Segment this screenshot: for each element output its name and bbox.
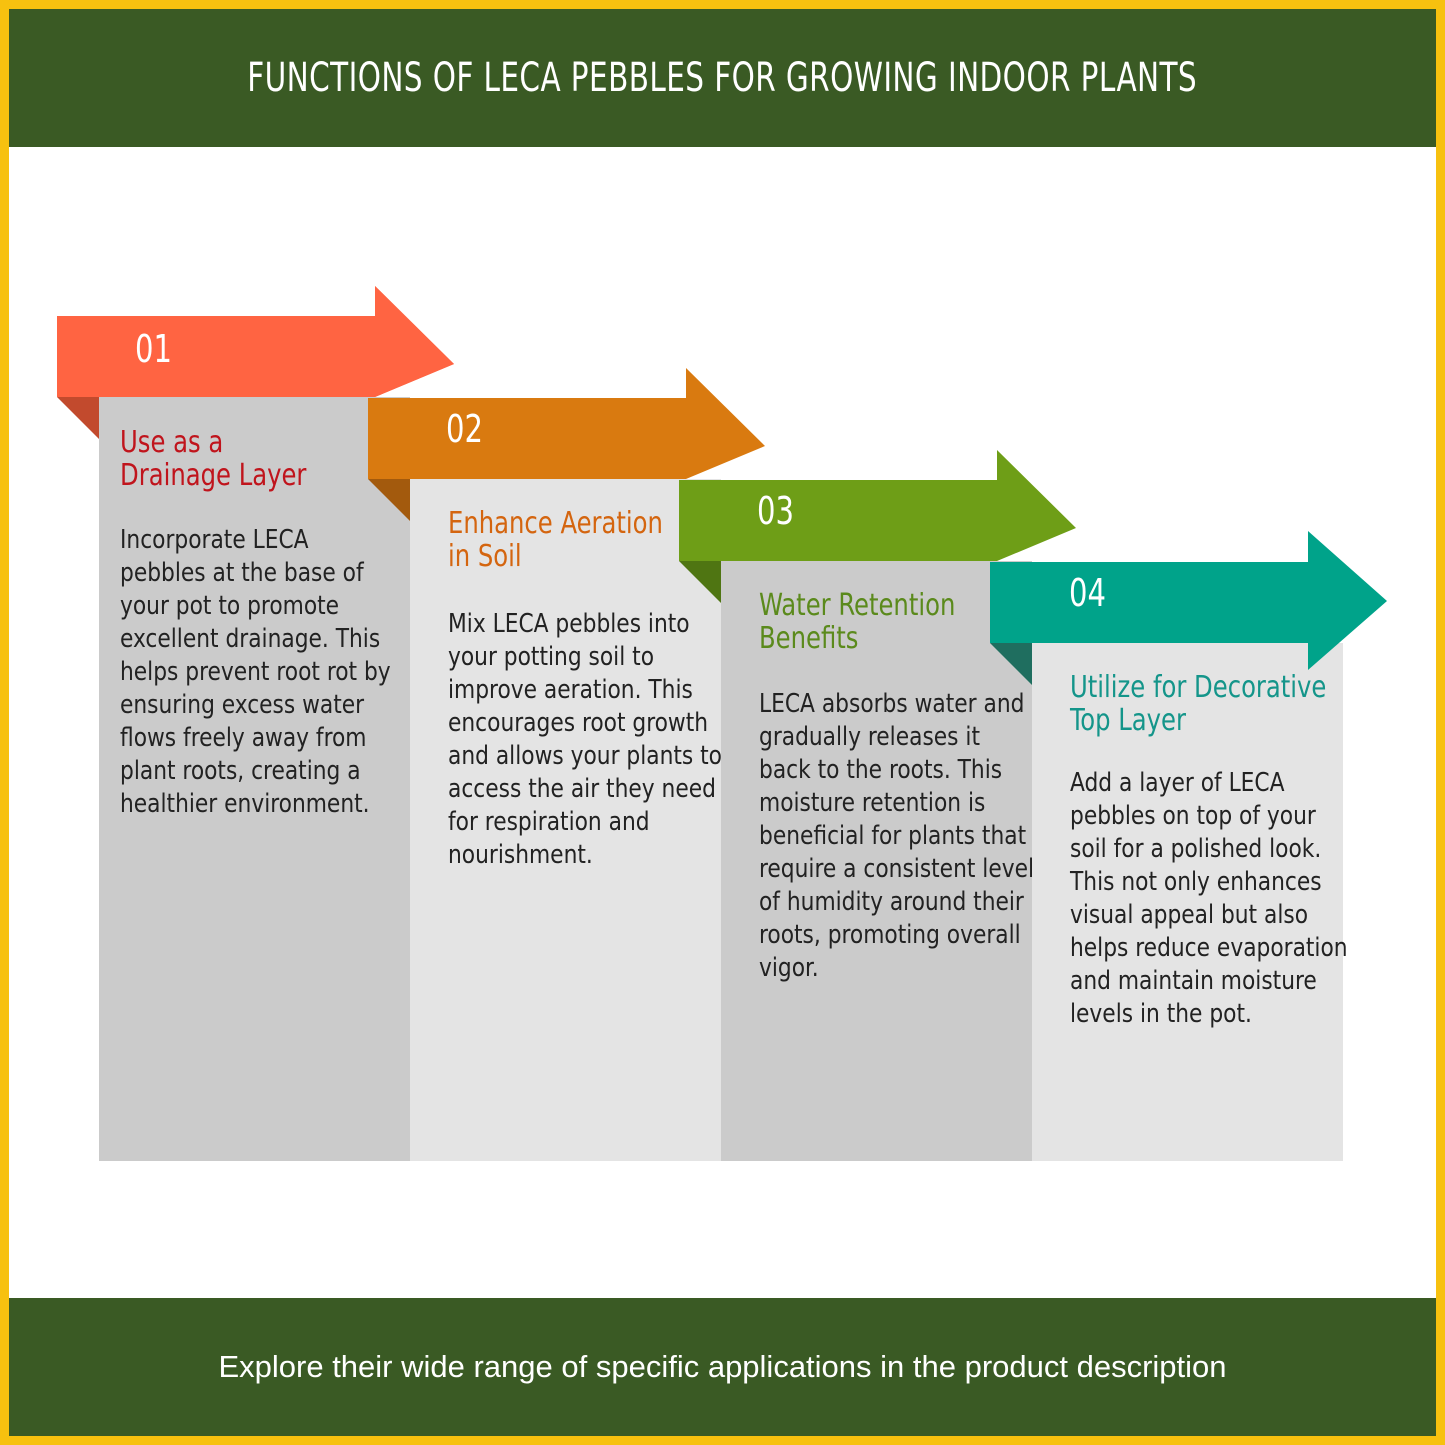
step-4-title: Utilize for Decorative Top Layer: [1070, 670, 1327, 738]
page-title: FUNCTIONS OF LECA PEBBLES FOR GROWING IN…: [247, 55, 1198, 101]
step-4-number: 04: [1069, 571, 1106, 615]
step-2-number: 02: [446, 407, 483, 451]
step-3-number: 03: [757, 489, 794, 533]
step-2-panel: [410, 479, 721, 1161]
step-1-description: Incorporate LECA pebbles at the base of …: [120, 525, 391, 819]
step-2-fold: [368, 479, 410, 521]
header-band: FUNCTIONS OF LECA PEBBLES FOR GROWING IN…: [9, 9, 1436, 147]
footer-text: Explore their wide range of specific app…: [218, 1349, 1227, 1384]
step-3-title: Water Retention Benefits: [759, 588, 956, 656]
step-3-fold: [679, 561, 721, 603]
step-4-arrow: [990, 531, 1387, 670]
footer-band: Explore their wide range of specific app…: [9, 1298, 1436, 1436]
step-3-panel: [721, 561, 1032, 1161]
step-1-title: Use as a Drainage Layer: [120, 425, 307, 493]
step-4-panel: [1032, 643, 1343, 1161]
step-1-arrow: [57, 286, 454, 397]
step-3-description: LECA absorbs water and gradually release…: [759, 689, 1035, 983]
step-4-fold: [990, 643, 1032, 685]
step-1-number: 01: [135, 327, 172, 371]
step-2-arrow: [368, 368, 765, 479]
step-3-arrow: [679, 450, 1076, 561]
step-2-title: Enhance Aeration in Soil: [448, 506, 663, 574]
step-1-fold: [57, 397, 99, 439]
step-2-description: Mix LECA pebbles into your potting soil …: [448, 609, 722, 870]
step-1-panel: [99, 397, 410, 1161]
step-4-description: Add a layer of LECA pebbles on top of yo…: [1070, 768, 1348, 1029]
